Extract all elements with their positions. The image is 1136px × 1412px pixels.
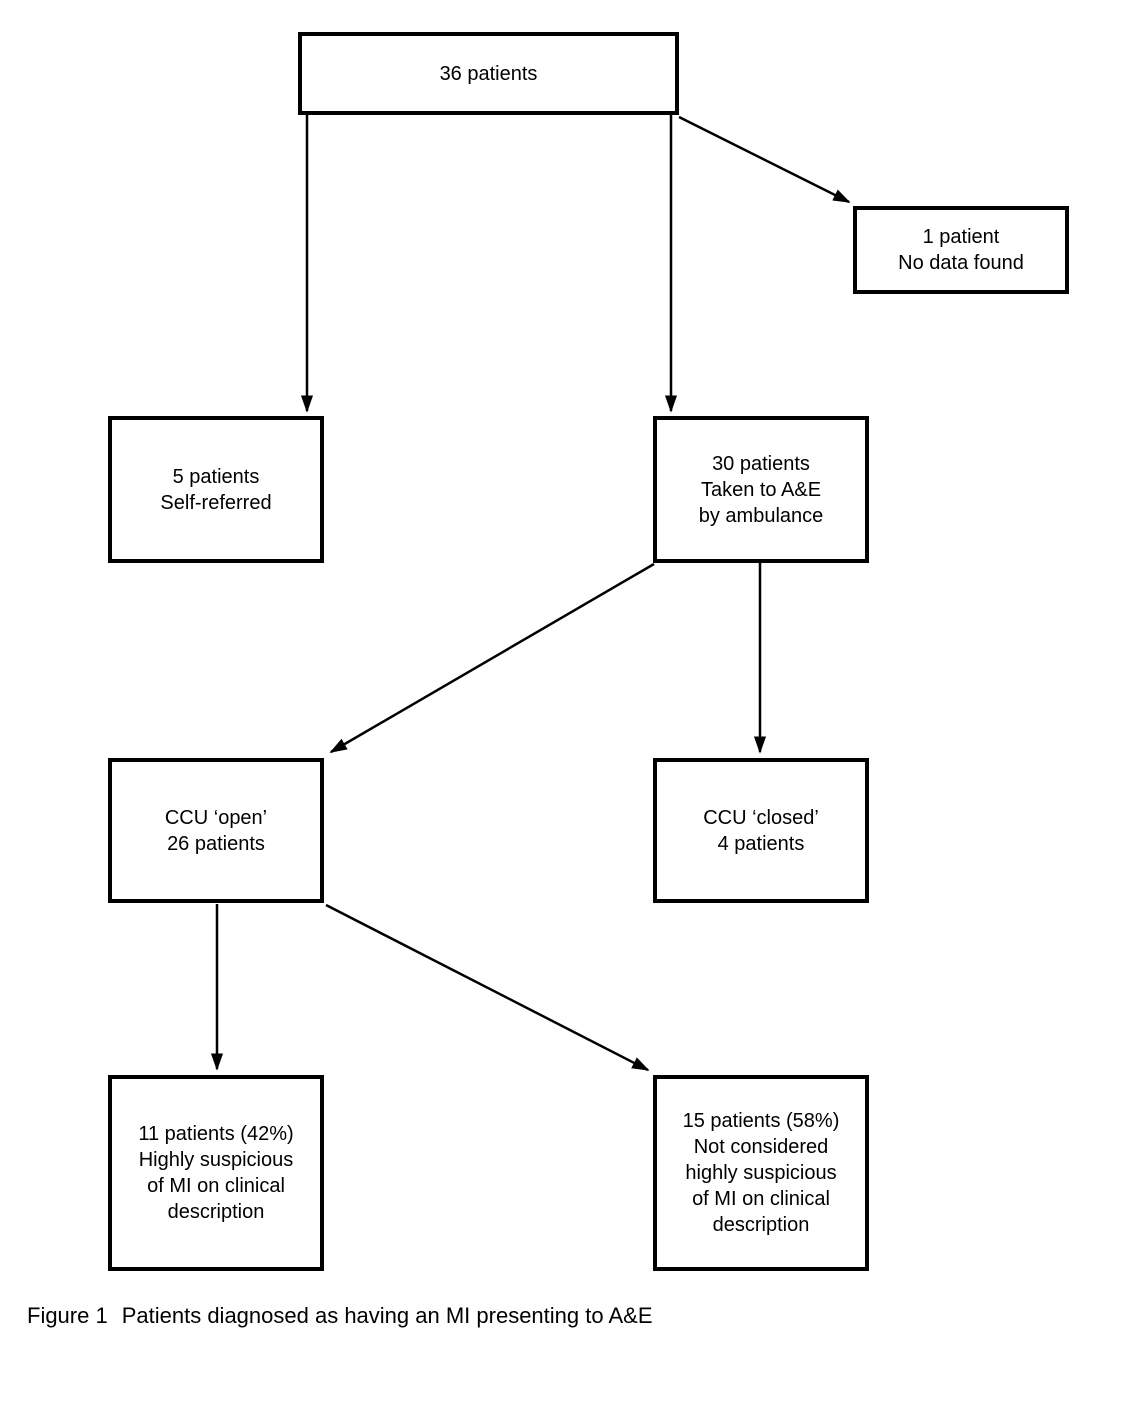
connector-ccu-open-to-not-suspicious xyxy=(325,903,650,1072)
node-36-patients: 36 patients xyxy=(298,32,679,115)
node-ccu-closed-4-patients: CCU ‘closed’ 4 patients xyxy=(653,758,869,903)
node-30-patients-ambulance-label: 30 patients Taken to A&E by ambulance xyxy=(698,452,824,527)
node-ccu-open-26-patients-label: CCU ‘open’ 26 patients xyxy=(164,806,268,855)
figure-caption-text: Patients diagnosed as having an MI prese… xyxy=(121,1303,653,1328)
node-36-patients-label: 36 patients xyxy=(439,62,538,85)
connector-ambulance-to-ccu-open xyxy=(329,562,655,754)
node-15-patients-not-suspicious: 15 patients (58%) Not considered highly … xyxy=(653,1075,869,1271)
figure-caption: Figure 1 Patients diagnosed as having an … xyxy=(27,1302,653,1330)
node-5-patients-self-referred: 5 patients Self-referred xyxy=(108,416,324,563)
node-11-patients-highly-suspicious: 11 patients (42%) Highly suspicious of M… xyxy=(108,1075,324,1271)
figure-caption-label: Figure 1 xyxy=(27,1303,108,1328)
node-ccu-closed-4-patients-label: CCU ‘closed’ 4 patients xyxy=(703,806,819,855)
node-15-patients-not-suspicious-label: 15 patients (58%) Not considered highly … xyxy=(682,1110,840,1236)
node-1-patient-no-data-label: 1 patient No data found xyxy=(898,226,1024,274)
node-5-patients-self-referred-label: 5 patients Self-referred xyxy=(160,465,272,514)
node-ccu-open-26-patients: CCU ‘open’ 26 patients xyxy=(108,758,324,903)
node-1-patient-no-data: 1 patient No data found xyxy=(853,206,1069,294)
node-30-patients-ambulance: 30 patients Taken to A&E by ambulance xyxy=(653,416,869,563)
node-11-patients-highly-suspicious-label: 11 patients (42%) Highly suspicious of M… xyxy=(138,1123,294,1223)
connector-total-to-no-data xyxy=(678,115,851,204)
